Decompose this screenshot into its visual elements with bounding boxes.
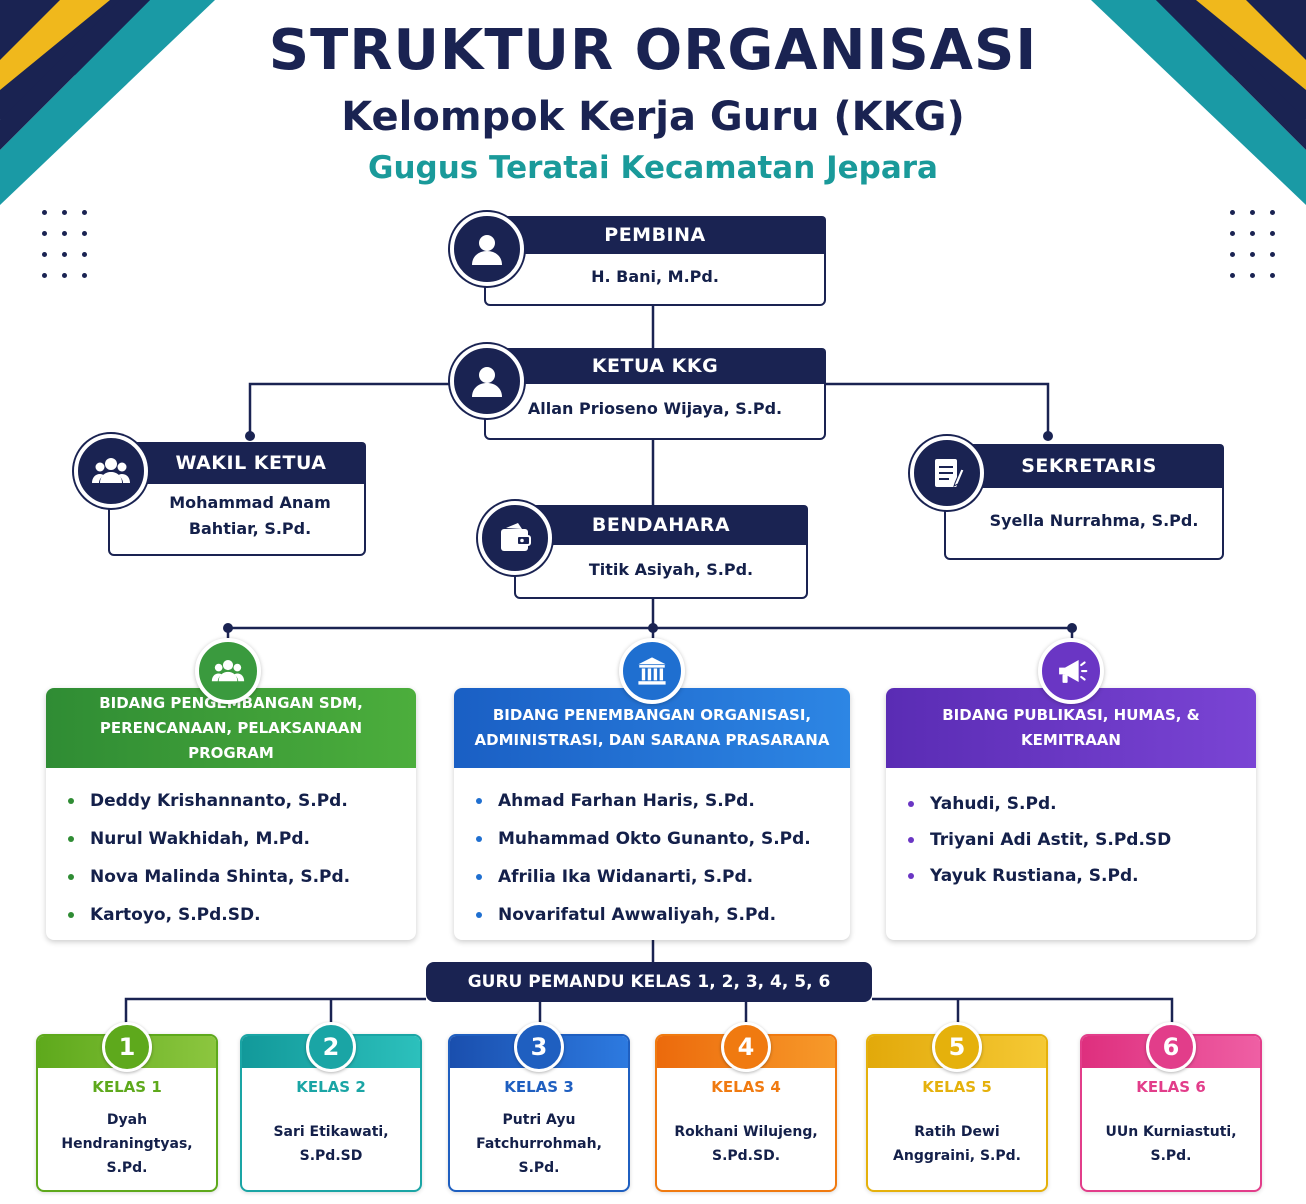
kelas-3-teacher: Putri Ayu Fatchurrohmah, S.Pd. (476, 1112, 602, 1176)
kelas-4-label: KELAS 4 (711, 1078, 781, 1096)
ketua-avatar (450, 344, 524, 418)
corner-decoration-left (0, 0, 215, 205)
kelas-1-label: KELAS 1 (92, 1078, 162, 1096)
kelas-1-teacher: Dyah Hendraningtyas, S.Pd. (61, 1112, 193, 1176)
department-publikasi-badge (1038, 638, 1104, 704)
kelas-6-label: KELAS 6 (1136, 1078, 1206, 1096)
wakil-header: WAKIL KETUA (108, 442, 366, 484)
list-item: Kartoyo, S.Pd.SD. (68, 896, 416, 934)
sekretaris-header: SEKRETARIS (944, 444, 1224, 488)
kelas-5-teacher: Ratih Dewi Anggraini, S.Pd. (893, 1124, 1021, 1164)
group-icon (92, 458, 130, 483)
department-organisasi-members: Ahmad Farhan Haris, S.Pd. Muhammad Okto … (454, 768, 850, 934)
department-sdm: BIDANG PENGEMBANGAN SDM, PERENCANAAN, PE… (46, 688, 416, 940)
guru-pemandu-banner: GURU PEMANDU KELAS 1, 2, 3, 4, 5, 6 (426, 962, 872, 1002)
list-item: Yayuk Rustiana, S.Pd. (908, 858, 1256, 894)
department-sdm-badge (195, 638, 261, 704)
pembina-avatar (450, 212, 524, 286)
kelas-3-label: KELAS 3 (504, 1078, 574, 1096)
ketua-header: KETUA KKG (484, 348, 826, 384)
department-publikasi: BIDANG PUBLIKASI, HUMAS, & KEMITRAAN Yah… (886, 688, 1256, 940)
list-item: Nova Malinda Shinta, S.Pd. (68, 858, 416, 896)
kelas-2-label: KELAS 2 (296, 1078, 366, 1096)
kelas-4-number: 4 (721, 1022, 771, 1072)
page-tagline: Gugus Teratai Kecamatan Jepara (368, 150, 938, 186)
department-organisasi: BIDANG PENEMBANGAN ORGANISASI, ADMINISTR… (454, 688, 850, 940)
clipboard-icon (935, 459, 965, 487)
list-item: Nurul Wakhidah, M.Pd. (68, 820, 416, 858)
list-item: Triyani Adi Astit, S.Pd.SD (908, 822, 1256, 858)
person-icon (472, 235, 502, 265)
kelas-6-teacher: UUn Kurniastuti, S.Pd. (1105, 1124, 1237, 1164)
kelas-3-number: 3 (514, 1022, 564, 1072)
wakil-avatar (74, 434, 148, 508)
department-sdm-title: BIDANG PENGEMBANGAN SDM, PERENCANAAN, PE… (46, 688, 416, 768)
list-item: Muhammad Okto Gunanto, S.Pd. (476, 820, 850, 858)
department-organisasi-badge (619, 638, 685, 704)
dots-decoration-left (42, 210, 88, 278)
dots-decoration-right (1230, 210, 1276, 278)
list-item: Novarifatul Awwaliyah, S.Pd. (476, 896, 850, 934)
group-icon (211, 659, 245, 682)
megaphone-icon (1059, 659, 1088, 683)
kelas-5-label: KELAS 5 (922, 1078, 992, 1096)
list-item: Yahudi, S.Pd. (908, 786, 1256, 822)
department-publikasi-members: Yahudi, S.Pd. Triyani Adi Astit, S.Pd.SD… (886, 768, 1256, 894)
bendahara-name: Titik Asiyah, S.Pd. (588, 560, 754, 579)
kelas-4-teacher: Rokhani Wilujeng, S.Pd.SD. (674, 1124, 818, 1164)
sekretaris-avatar (910, 436, 984, 510)
kelas-2-number: 2 (306, 1022, 356, 1072)
sekretaris-name: Syella Nurrahma, S.Pd. (989, 511, 1199, 530)
wakil-name: Mohammad Anam Bahtiar, S.Pd. (169, 493, 331, 538)
pembina-header: PEMBINA (484, 216, 826, 254)
building-icon (638, 657, 666, 685)
bendahara-avatar (478, 501, 552, 575)
department-organisasi-title: BIDANG PENEMBANGAN ORGANISASI, ADMINISTR… (454, 688, 850, 768)
page-subtitle: Kelompok Kerja Guru (KKG) (341, 94, 965, 140)
ketua-name: Allan Prioseno Wijaya, S.Pd. (527, 399, 783, 418)
pembina-name: H. Bani, M.Pd. (591, 267, 719, 286)
corner-decoration-right (1091, 0, 1306, 205)
person-icon (472, 367, 502, 397)
kelas-6-number: 6 (1146, 1022, 1196, 1072)
list-item: Deddy Krishannanto, S.Pd. (68, 782, 416, 820)
list-item: Ahmad Farhan Haris, S.Pd. (476, 782, 850, 820)
department-sdm-members: Deddy Krishannanto, S.Pd. Nurul Wakhidah… (46, 768, 416, 934)
bendahara-header: BENDAHARA (514, 505, 808, 545)
kelas-5-number: 5 (932, 1022, 982, 1072)
kelas-2-teacher: Sari Etikawati, S.Pd.SD (273, 1124, 389, 1164)
page-title: STRUKTUR ORGANISASI (268, 18, 1038, 83)
wallet-icon (501, 523, 531, 551)
kelas-1-number: 1 (102, 1022, 152, 1072)
list-item: Afrilia Ika Widanarti, S.Pd. (476, 858, 850, 896)
